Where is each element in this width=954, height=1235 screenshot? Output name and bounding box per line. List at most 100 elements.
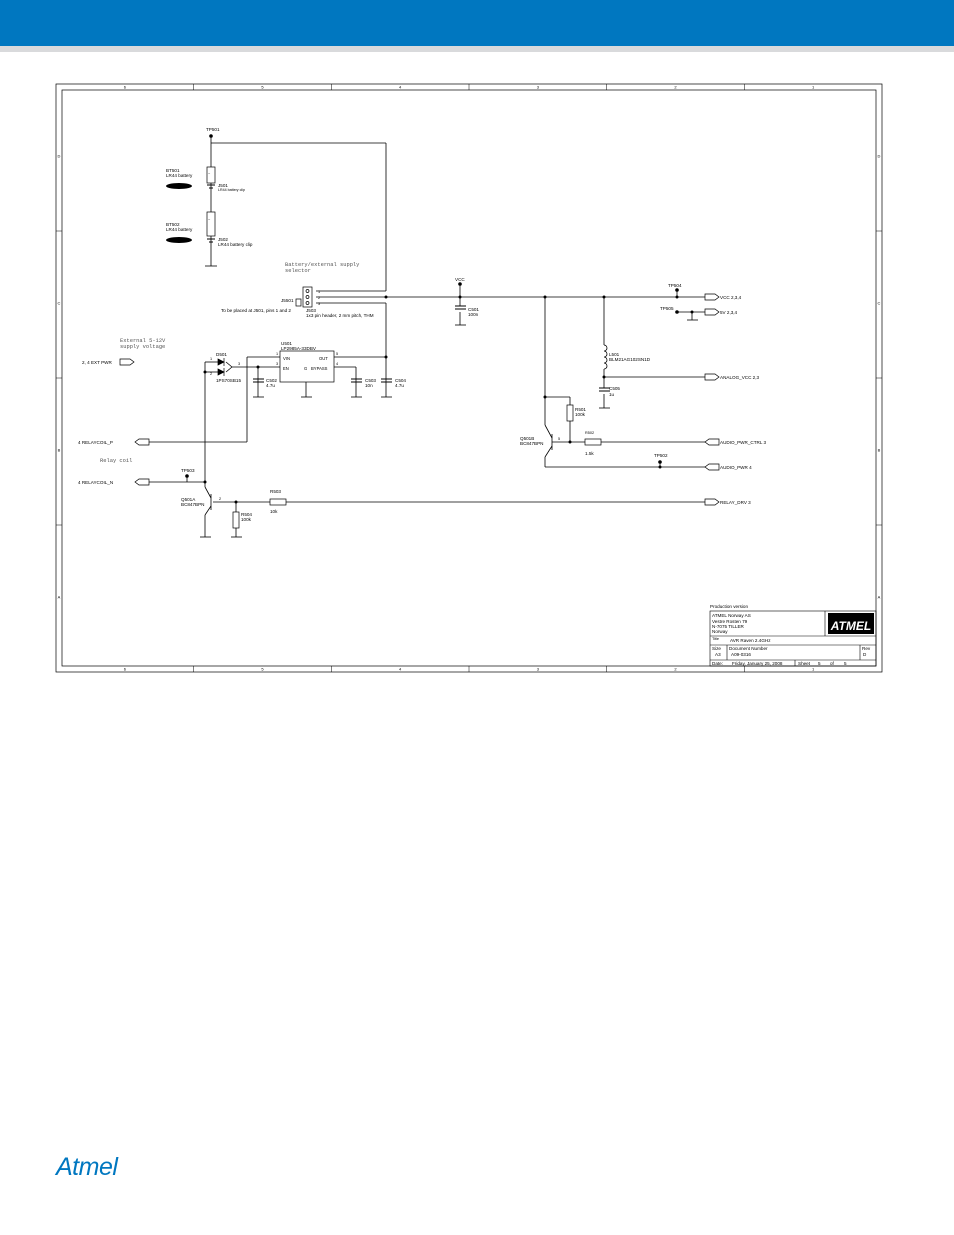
label-u501-en: EN bbox=[283, 366, 289, 371]
label-r503-ref: R503 bbox=[270, 489, 281, 494]
tb-size-label: Size bbox=[712, 646, 721, 651]
label-j503-note: To be placed at J501, pins 1 and 2 bbox=[221, 308, 291, 313]
tb-title-label: Title bbox=[712, 637, 719, 641]
tb-size: A3 bbox=[715, 652, 721, 657]
label-r504-ref: R504 bbox=[241, 512, 252, 517]
port-5v: 5V 2,3,4 bbox=[720, 310, 738, 315]
label-c504-ref: C504 bbox=[395, 378, 406, 383]
frame-col-bottom-1: 1 bbox=[812, 667, 815, 672]
frame-ticks bbox=[56, 84, 882, 672]
port-relaycoil-p: 4 RELAYCOIL_P bbox=[78, 440, 113, 445]
label-c502-ref: C502 bbox=[266, 378, 277, 383]
label-bt502-val: LR44 battery bbox=[166, 227, 193, 232]
label-j5501: J5501 bbox=[281, 298, 294, 303]
j503-header-symbol bbox=[295, 286, 313, 308]
tb-date-label: Date: bbox=[712, 661, 723, 666]
label-q501b-val: BC847BPN bbox=[520, 441, 544, 446]
label-c503-val: 10n bbox=[365, 383, 373, 388]
titleblock-logo: ATMEL bbox=[830, 619, 871, 633]
frame-col-bottom-5: 5 bbox=[261, 667, 264, 672]
tb-of-label: of bbox=[830, 661, 835, 666]
frame-col-bottom-2: 2 bbox=[674, 667, 677, 672]
frame-row-right-A: A bbox=[878, 595, 881, 600]
label-tp504: TP504 bbox=[668, 283, 682, 288]
resistor-symbols bbox=[232, 404, 602, 529]
frame-col-bottom-4: 4 bbox=[399, 667, 402, 672]
port-ext-pwr: 2, 4 EXT PWR bbox=[82, 360, 112, 365]
svg-text:3: 3 bbox=[238, 362, 240, 366]
capacitor-symbols bbox=[253, 305, 610, 392]
label-c503-ref: C503 bbox=[365, 378, 376, 383]
tb-addr1: Vestre Rosten 79 bbox=[712, 619, 748, 624]
frame-col-top-3: 3 bbox=[537, 85, 540, 90]
l501-inductor-symbol bbox=[603, 344, 608, 370]
svg-text:5: 5 bbox=[336, 352, 338, 356]
svg-text:2: 2 bbox=[318, 296, 320, 300]
label-r502-ref: R502 bbox=[585, 431, 594, 435]
label-d501-ref: D501 bbox=[216, 352, 227, 357]
label-u501-gnd: G bbox=[304, 366, 307, 371]
svg-text:~: ~ bbox=[208, 218, 211, 222]
label-c505-ref: C505 bbox=[609, 386, 620, 391]
label-j503-val: 1x3 pin header, 2 mm pitch, THM bbox=[306, 313, 374, 318]
tb-company: ATMEL Norway AS bbox=[712, 613, 751, 618]
tb-sheet-label: Sheet bbox=[798, 661, 811, 666]
transistor-symbols bbox=[204, 424, 553, 516]
label-c504-val: 4.7u bbox=[395, 383, 404, 388]
frame-col-top-2: 2 bbox=[674, 85, 677, 90]
label-l501-val: BLM21AG102SN1D bbox=[609, 357, 651, 362]
junctions bbox=[203, 295, 694, 504]
port-audio-pwr-ctrl: AUDIO_PWR_CTRL 3 bbox=[720, 440, 766, 445]
tb-rev-label: Rev bbox=[862, 646, 871, 651]
note-external-2: supply voltage bbox=[120, 344, 165, 350]
svg-text:5: 5 bbox=[558, 437, 560, 441]
port-relaycoil-n: 4 RELAYCOIL_N bbox=[78, 480, 113, 485]
label-u501-out: OUT bbox=[319, 356, 328, 361]
frame-row-left-C: C bbox=[58, 301, 61, 306]
tb-addr3: Norway bbox=[712, 629, 728, 634]
label-j501-ref: J501 bbox=[218, 183, 228, 188]
label-q501a-ref: Q501A bbox=[181, 497, 196, 502]
note-selector-1: Battery/external supply bbox=[285, 262, 360, 268]
label-r501-val: 100k bbox=[575, 412, 586, 417]
tb-sheet: 5 bbox=[818, 661, 821, 666]
frame-col-bottom-3: 3 bbox=[537, 667, 540, 672]
port-analog-vcc: ANALOG_VCC 2,3 bbox=[720, 375, 760, 380]
port-relay-drv: RELAY_DRV 3 bbox=[720, 500, 751, 505]
svg-text:~: ~ bbox=[208, 172, 211, 176]
tb-docnum-label: Document Number bbox=[729, 646, 768, 651]
label-j502-val: LR44 battery clip bbox=[218, 242, 253, 247]
frame-row-left-A: A bbox=[58, 595, 61, 600]
label-r502-val: 1.5k bbox=[585, 451, 594, 456]
svg-text:3: 3 bbox=[276, 362, 278, 366]
port-vcc: VCC 2,3,4 bbox=[720, 295, 742, 300]
label-u501-ref: U501 bbox=[281, 341, 292, 346]
label-bt501-val: LR44 battery bbox=[166, 173, 193, 178]
label-tp501: TP501 bbox=[206, 127, 220, 132]
u501-regulator-symbol bbox=[279, 350, 335, 383]
port-audio-pwr: AUDIO_PWR 4 bbox=[720, 465, 752, 470]
svg-text:3: 3 bbox=[318, 302, 320, 306]
tb-date: Friday, January 25, 2008 bbox=[732, 661, 783, 666]
port-flags bbox=[119, 293, 720, 506]
label-c505-val: 1u bbox=[609, 392, 615, 397]
label-j503-ref: J503 bbox=[306, 308, 316, 313]
note-selector-2: selector bbox=[285, 268, 311, 274]
label-l501-ref: L501 bbox=[609, 352, 620, 357]
label-bt502-ref: BT502 bbox=[166, 222, 180, 227]
tb-title: AVR Raven 2.4GHz bbox=[730, 638, 771, 643]
frame-row-left-D: D bbox=[58, 154, 61, 159]
label-r504-val: 100k bbox=[241, 517, 252, 522]
d501-diode-symbol bbox=[217, 358, 225, 376]
label-r501-ref: R501 bbox=[575, 407, 586, 412]
port-labels: 2, 4 EXT PWR 4 RELAYCOIL_P 4 RELAYCOIL_N… bbox=[78, 295, 766, 505]
svg-text:4: 4 bbox=[336, 362, 338, 366]
frame-col-top-6: 6 bbox=[124, 85, 127, 90]
label-j502-ref: J502 bbox=[218, 237, 228, 242]
component-labels: TP501 BT501 LR44 battery J501 LR44 batte… bbox=[100, 127, 682, 522]
frame-row-right-D: D bbox=[878, 154, 881, 159]
label-j501-val: LR44 battery clip bbox=[218, 188, 245, 192]
tb-addr2: N-7075 TILLER bbox=[712, 624, 745, 629]
title-block: ATMEL Production version ATMEL Norway AS… bbox=[709, 604, 877, 667]
frame-row-right-C: C bbox=[878, 301, 881, 306]
